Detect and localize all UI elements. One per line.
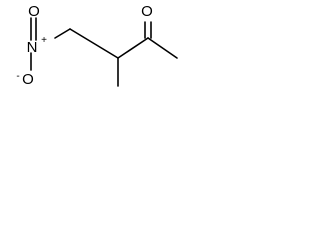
- carbonyl-oxygen-label: O: [141, 3, 153, 20]
- bond-carbonyl-to-methyl: [147, 37, 178, 59]
- nitro-oxygen-double-label: O: [28, 3, 40, 20]
- chemical-structure-diagram: O O N + O -: [0, 0, 188, 118]
- molecule-drawing: O O N + O -: [16, 3, 178, 88]
- nitro-nitrogen-positive-charge: +: [41, 35, 47, 46]
- nitro-oxygen-single-label: O: [22, 71, 34, 88]
- nitro-oxygen-negative-charge: -: [16, 71, 19, 82]
- bond-ch2-to-ch: [69, 28, 119, 59]
- nitro-nitrogen-label: N: [27, 39, 38, 56]
- bond-n-to-ch2: [54, 28, 71, 39]
- bond-ch-to-carbonyl: [117, 37, 149, 59]
